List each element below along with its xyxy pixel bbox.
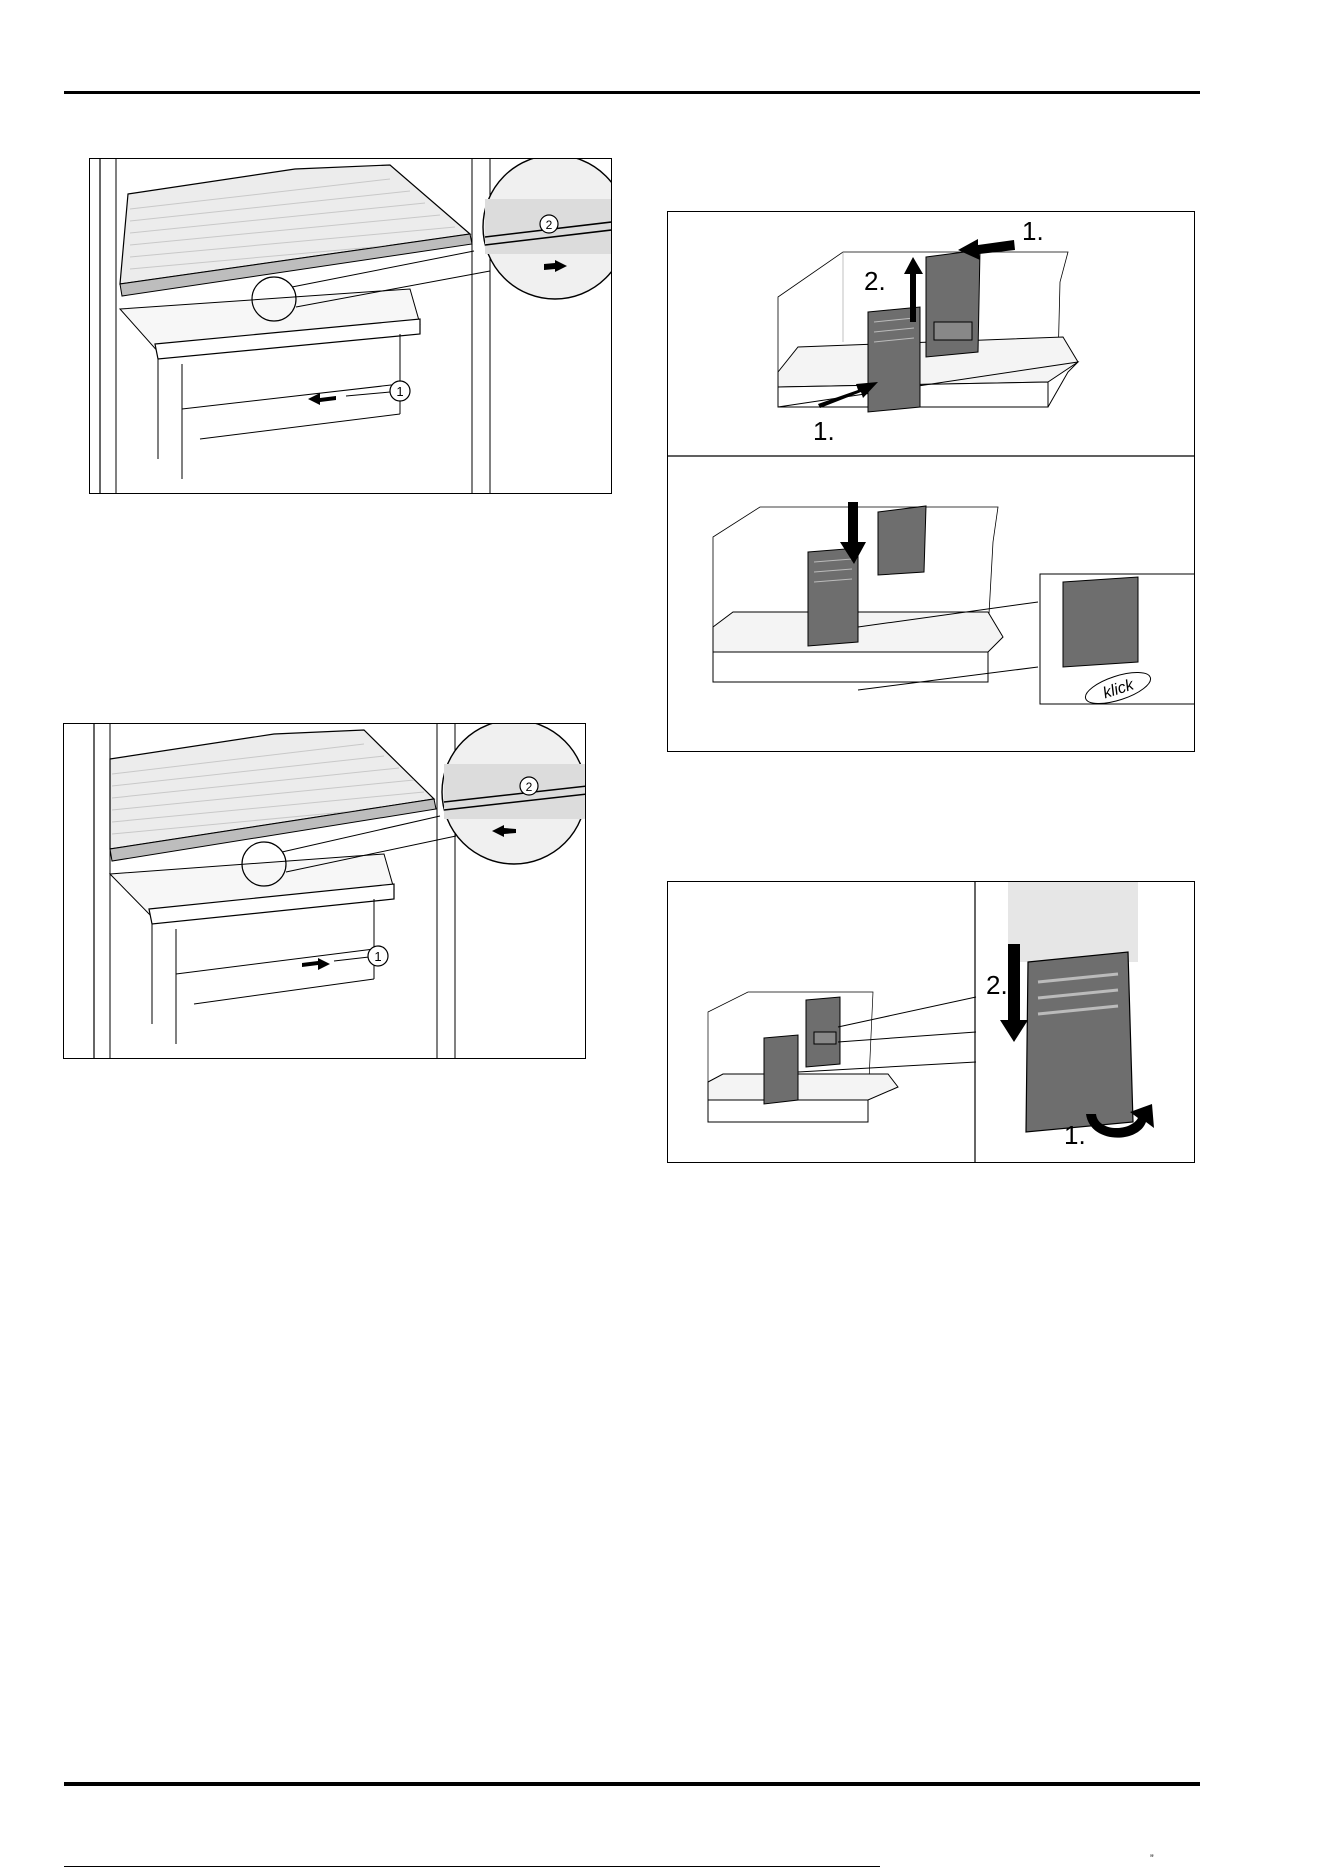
figure-drawer-cover: 1. 2. 1. klick [667,211,1195,752]
drawer-cover-drawing: 1. 2. 1. klick [668,212,1195,752]
step-lift-label: 2. [864,266,886,296]
footer-thin-rule [64,1866,880,1867]
step-down-label: 2. [986,970,1008,1000]
figure-shelf-remove: 1 2 [89,158,612,494]
step-push-lower-label: 1. [813,416,835,446]
shelf-insert-drawing: 1 2 [64,724,586,1059]
callout-1-label: 1 [396,384,403,399]
step-rotate-label: 1. [1064,1120,1086,1150]
header-rule [64,91,1200,94]
callout-2-label: 2 [546,218,553,232]
callout-2-label: 2 [526,780,533,794]
callout-1-label: 1 [374,949,381,964]
footer-rule [64,1782,1200,1786]
footer-mark: ” [1150,1853,1154,1865]
shelf-remove-drawing: 1 2 [90,159,612,494]
figure-shelf-insert: 1 2 [63,723,586,1059]
step-push-label: 1. [1022,216,1044,246]
figure-cover-attach: 2. 1. [667,881,1195,1163]
cover-attach-drawing: 2. 1. [668,882,1195,1163]
